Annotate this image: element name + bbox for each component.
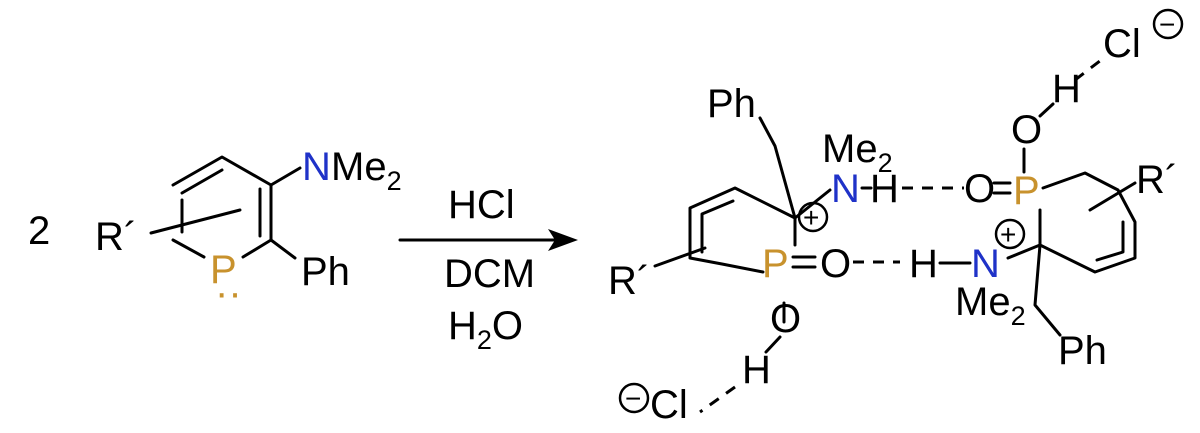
left-plus-sign: + xyxy=(803,202,819,233)
left-chloride: Cl xyxy=(650,383,688,427)
solvent-water: H2O xyxy=(448,304,523,355)
left-nitrogen: N xyxy=(831,167,860,211)
right-nh-hydrogen: H xyxy=(909,242,938,286)
hbond-oh-to-cl-top xyxy=(1074,55,1106,82)
right-ring-bonds xyxy=(1038,171,1137,274)
reactant-substituent-r: R´ xyxy=(95,215,137,259)
right-substituent-bonds xyxy=(1006,181,1137,337)
left-methyl: Me2 xyxy=(822,127,893,178)
right-minus-sign: − xyxy=(1159,9,1175,40)
right-substituent-r: R´ xyxy=(1136,158,1178,202)
left-nitrogen-charge xyxy=(797,201,829,233)
left-minus-sign: − xyxy=(625,383,641,414)
right-chloride: Cl xyxy=(1103,22,1141,66)
reactant-phenyl: Ph xyxy=(301,250,350,294)
reactant-phosphorus: P xyxy=(210,248,237,292)
arrow-head xyxy=(548,229,578,251)
solvent-dcm: DCM xyxy=(444,252,535,296)
right-plus-sign: + xyxy=(1000,219,1016,250)
right-methyl: Me2 xyxy=(955,280,1026,331)
reagent-hcl: HCl xyxy=(448,183,515,227)
right-nitrogen-charge xyxy=(994,218,1026,250)
right-double-oxygen: O xyxy=(964,167,995,211)
right-ring-double-bond xyxy=(1095,220,1125,262)
left-chloride-charge xyxy=(618,382,650,414)
left-phenyl: Ph xyxy=(707,82,756,126)
left-phosphorus: P xyxy=(762,242,789,286)
right-phenyl: Ph xyxy=(1058,329,1107,373)
hydrogen-bonds xyxy=(699,55,1106,414)
reactant-substituent-bonds xyxy=(149,166,302,260)
left-substituent-r: R´ xyxy=(608,259,650,303)
reactant-ring-double-bonds xyxy=(180,168,262,238)
left-ring-bonds xyxy=(688,186,797,274)
left-hydroxy-hydrogen: H xyxy=(742,348,771,392)
reactant-phosphinine: 2 R´ P ·· Ph N Me2 xyxy=(28,145,402,315)
reaction-arrow-group: HCl DCM H2O xyxy=(398,183,578,355)
product-right-monomer: Cl − H O O P R´ H N + Me2 Ph xyxy=(909,8,1184,373)
left-oh-bond xyxy=(764,335,782,354)
left-double-oxygen: O xyxy=(820,242,851,286)
right-hydroxy-hydrogen: H xyxy=(1052,67,1081,111)
hbond-oh-to-cl-bottom xyxy=(699,385,736,414)
left-ring-double-bond xyxy=(700,199,735,254)
right-phosphorus: P xyxy=(1013,169,1040,213)
reactant-ring-bonds xyxy=(171,155,273,259)
left-nh-hydrogen: H xyxy=(870,167,899,211)
right-hydroxy-oxygen: O xyxy=(1011,108,1042,152)
reactant-nitrogen: N xyxy=(302,145,331,189)
right-oh-bond xyxy=(1038,102,1055,118)
stoichiometric-coefficient: 2 xyxy=(28,209,50,253)
right-nitrogen: N xyxy=(971,242,1000,286)
reactant-methyl: Me2 xyxy=(331,145,402,196)
right-chloride-charge xyxy=(1152,8,1184,40)
product-left-monomer: Ph Me2 N H + P O O H R´ − Cl xyxy=(608,82,899,427)
reactant-lone-pair: ·· xyxy=(215,271,242,315)
left-hydroxy-oxygen: O xyxy=(770,297,801,341)
